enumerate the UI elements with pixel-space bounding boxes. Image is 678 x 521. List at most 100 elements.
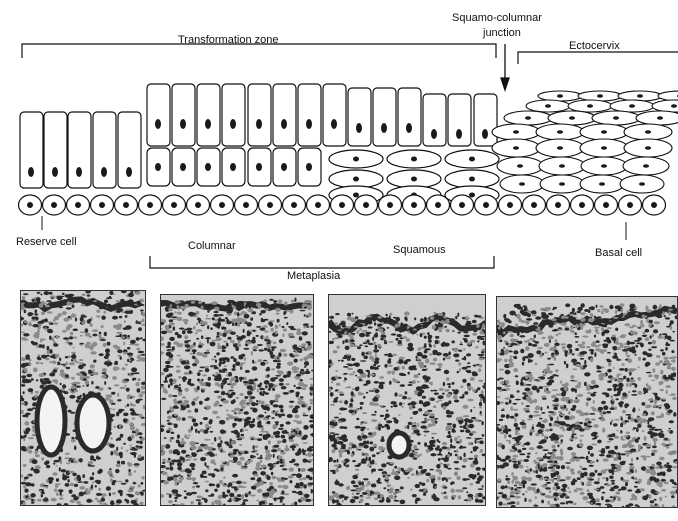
tissue-speckle [421,483,425,486]
tissue-speckle [598,375,603,378]
tissue-speckle [659,314,662,316]
tissue-speckle [123,381,128,383]
tissue-speckle [128,494,134,497]
tissue-speckle [526,396,531,400]
tissue-speckle [50,361,52,363]
tissue-speckle [652,450,658,453]
tissue-speckle [200,429,204,433]
tissue-speckle [542,398,547,400]
tissue-speckle [510,501,515,504]
tissue-speckle [619,336,625,339]
tissue-speckle [575,385,581,389]
tissue-speckle [418,409,422,411]
tissue-speckle [289,439,294,442]
tissue-speckle [130,408,134,411]
tissue-speckle [98,334,101,337]
tissue-speckle [373,364,376,366]
tissue-speckle [379,451,381,454]
tissue-speckle [532,344,538,347]
tissue-speckle [375,463,377,465]
tissue-speckle [460,426,463,428]
tissue-speckle [265,449,270,453]
tissue-speckle [272,476,276,479]
tissue-speckle [402,366,405,370]
tissue-speckle [501,486,506,490]
tissue-speckle [552,389,558,391]
tissue-speckle [430,469,434,471]
tissue-speckle [596,305,598,308]
tissue-speckle [467,362,470,364]
tissue-speckle [128,489,134,492]
tissue-speckle [309,477,313,481]
tissue-speckle [521,320,526,323]
tissue-speckle [243,329,245,333]
tissue-speckle [82,474,85,478]
tissue-speckle [260,465,266,468]
tissue-speckle [175,300,180,304]
tissue-speckle [123,342,125,346]
tissue-speckle [402,336,407,338]
tissue-speckle [171,408,174,412]
tissue-speckle [595,470,598,473]
tissue-speckle [262,336,264,338]
tissue-speckle [446,477,451,479]
tissue-speckle [615,310,617,314]
nucleus [353,177,359,182]
tissue-speckle [541,433,544,437]
tissue-speckle [463,458,468,462]
nucleus [353,193,359,198]
tissue-speckle [527,455,530,458]
tissue-speckle [672,305,676,309]
tissue-speckle [221,431,223,434]
tissue-speckle [232,306,236,309]
tissue-speckle [276,313,280,315]
tissue-speckle [233,457,238,462]
tissue-speckle [411,473,415,476]
tissue-speckle [611,464,616,466]
tissue-speckle [306,369,308,371]
tissue-speckle [439,463,443,465]
tissue-speckle [212,317,215,320]
tissue-speckle [350,344,355,347]
tissue-speckle [470,483,474,485]
tissue-speckle [519,465,524,469]
tissue-speckle [395,325,398,328]
tissue-speckle [360,499,364,503]
tissue-speckle [292,491,297,493]
tissue-speckle [505,370,511,375]
tissue-speckle [35,391,39,394]
tissue-speckle [356,493,360,495]
tissue-speckle [79,458,83,462]
tissue-speckle [534,379,539,381]
tissue-speckle [266,336,269,340]
tissue-speckle [139,441,142,445]
tissue-speckle [239,411,243,413]
tissue-speckle [84,376,90,379]
tissue-speckle [349,403,352,407]
tissue-speckle [275,308,281,312]
tissue-speckle [378,328,384,332]
tissue-speckle [216,416,220,418]
tissue-speckle [222,494,226,498]
tissue-speckle [506,380,510,385]
tissue-speckle [231,431,236,433]
tissue-speckle [372,342,376,345]
tissue-speckle [626,432,630,434]
tissue-speckle [463,338,467,340]
tissue-speckle [351,391,354,396]
tissue-speckle [113,345,118,349]
tissue-speckle [652,380,655,382]
tissue-speckle [228,304,232,307]
tissue-speckle [235,319,241,323]
tissue-speckle [289,405,294,408]
nucleus [456,129,462,139]
tissue-speckle [115,306,117,309]
tissue-speckle [572,317,576,321]
tissue-speckle [259,434,263,436]
tissue-speckle [395,338,398,341]
tissue-speckle [640,488,645,491]
tissue-speckle [431,398,435,401]
tissue-speckle [217,345,222,349]
tissue-speckle [211,473,215,477]
tissue-speckle [376,480,379,483]
